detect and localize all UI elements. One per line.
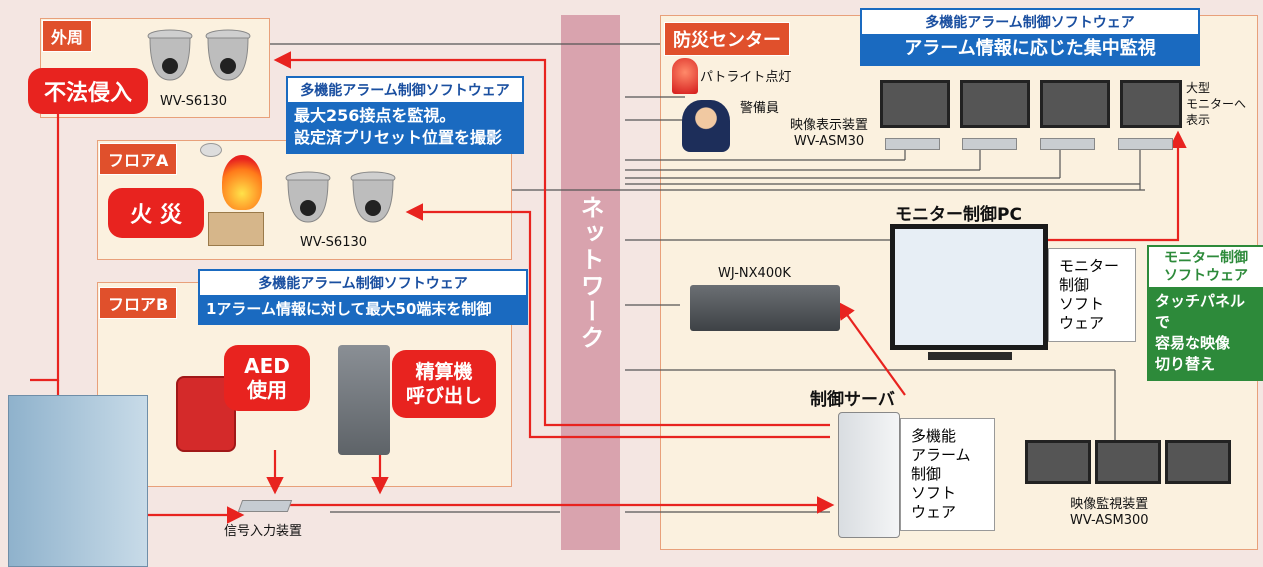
monitor-soft-line-2: 制御 (1059, 276, 1090, 294)
monitor-icon (880, 80, 950, 128)
camera-icon (285, 171, 396, 223)
callout-alarm-50: 多機能アラーム制御ソフトウェア 1アラーム情報に対して最大50端末を制御 (198, 269, 528, 325)
monitor-soft-line-3: ソフト (1059, 295, 1105, 313)
decoder-icon (885, 138, 940, 150)
server-title: 制御サーバ (810, 390, 895, 410)
tag-outer: 外周 (42, 20, 93, 52)
callout-monitor-soft: モニター制御 ソフトウェア タッチパネルで 容易な映像 切り替え (1147, 245, 1263, 381)
server-soft-box: 多機能 アラーム 制御 ソフト ウェア (900, 418, 995, 531)
callout-alarm-256-header: 多機能アラーム制御ソフトウェア (300, 83, 510, 99)
callout-monitor-soft-header-2: ソフトウェア (1164, 268, 1248, 284)
event-aed: AED 使用 (224, 345, 310, 411)
server-soft-line-3: 制御 (911, 465, 942, 483)
callout-alarm-center: 多機能アラーム制御ソフトウェア アラーム情報に応じた集中監視 (860, 8, 1200, 66)
surveillance-device-label: 映像監視装置 WV-ASM300 (1070, 497, 1149, 529)
display-device-line-1: 映像表示装置 (790, 118, 869, 133)
server-soft-line-4: ソフト (911, 484, 957, 502)
callout-alarm-center-line-1: アラーム情報に応じた集中監視 (904, 38, 1156, 59)
decoder-icon (962, 138, 1017, 150)
monitor-icon (960, 80, 1030, 128)
server-soft-line-2: アラーム (911, 446, 971, 464)
touch-monitor-icon (890, 224, 1048, 350)
monitor-soft-line-4: ウェア (1059, 314, 1105, 332)
monitor-soft-box: モニター 制御 ソフト ウェア (1048, 248, 1136, 342)
callout-alarm-50-line-1: 1アラーム情報に対して最大50端末を制御 (206, 300, 492, 318)
monitor-icon (1025, 440, 1091, 484)
surveillance-device-line-2: WV-ASM300 (1070, 513, 1149, 528)
fire-icon (222, 155, 262, 210)
large-monitor-line-2: モニターへ (1186, 97, 1247, 111)
callout-monitor-soft-line-3: 切り替え (1155, 355, 1216, 373)
network-label: ネットワーク (576, 195, 604, 351)
monitor-icon (1165, 440, 1231, 484)
event-checkout: 精算機 呼び出し (392, 350, 496, 418)
callout-monitor-soft-line-1: タッチパネルで (1155, 292, 1246, 331)
tag-floor-a: フロアA (99, 143, 178, 175)
monitor-pc-title: モニター制御PC (895, 205, 1022, 225)
surveillance-device-line-1: 映像監視装置 (1070, 497, 1149, 512)
server-icon (838, 412, 900, 538)
large-monitor-line-1: 大型 (1186, 81, 1211, 95)
event-intrusion: 不法侵入 (28, 68, 148, 114)
decoder-icon (1040, 138, 1095, 150)
camera-floor-a-label: WV-S6130 (300, 235, 368, 250)
recorder-label: WJ-NX400K (718, 266, 791, 281)
guard-icon (682, 100, 730, 152)
event-aed-line-2: 使用 (247, 378, 287, 402)
signal-input-icon (237, 500, 293, 512)
network-band (561, 15, 620, 550)
callout-monitor-soft-header-1: モニター制御 (1164, 250, 1248, 266)
event-checkout-line-1: 精算機 (415, 361, 473, 383)
server-soft-line-1: 多機能 (911, 427, 957, 445)
monitor-icon (1095, 440, 1161, 484)
boxes-icon (208, 212, 264, 246)
smoke-detector-icon (200, 143, 222, 157)
server-soft-line-5: ウェア (911, 503, 957, 521)
callout-alarm-256-line-2: 設定済プリセット位置を撮影 (294, 128, 503, 147)
callout-alarm-256-line-1: 最大256接点を監視。 (294, 106, 456, 125)
callout-alarm-50-header: 多機能アラーム制御ソフトウェア (258, 276, 468, 292)
guard-label: 警備員 (740, 101, 780, 116)
callout-monitor-soft-line-2: 容易な映像 (1155, 334, 1231, 352)
tag-floor-b: フロアB (99, 287, 178, 319)
camera-icon (147, 29, 251, 81)
monitor-icon (1040, 80, 1110, 128)
checkout-machine-icon (338, 345, 390, 455)
event-aed-line-1: AED (244, 354, 290, 378)
callout-alarm-256: 多機能アラーム制御ソフトウェア 最大256接点を監視。 設定済プリセット位置を撮… (286, 76, 524, 154)
event-checkout-line-2: 呼び出し (405, 385, 482, 407)
large-monitor-line-3: 表示 (1186, 113, 1211, 127)
large-monitor-label: 大型 モニターへ 表示 (1186, 80, 1246, 128)
recorder-icon (690, 285, 840, 331)
signal-input-label: 信号入力装置 (224, 524, 303, 539)
camera-outer-label: WV-S6130 (160, 94, 228, 109)
patlite-label: パトライト点灯 (700, 70, 792, 85)
event-fire: 火 災 (108, 188, 204, 238)
monitor-stand (928, 352, 1012, 360)
tag-center: 防災センター (664, 22, 790, 56)
decoder-icon (1118, 138, 1173, 150)
callout-alarm-center-header: 多機能アラーム制御ソフトウェア (925, 15, 1135, 31)
display-device-label: 映像表示装置 WV-ASM30 (790, 118, 868, 150)
monitor-icon (1120, 80, 1182, 128)
display-device-line-2: WV-ASM30 (793, 134, 865, 149)
monitor-soft-line-1: モニター (1059, 257, 1120, 275)
patlite-icon (672, 58, 698, 94)
building-icon (8, 395, 148, 567)
